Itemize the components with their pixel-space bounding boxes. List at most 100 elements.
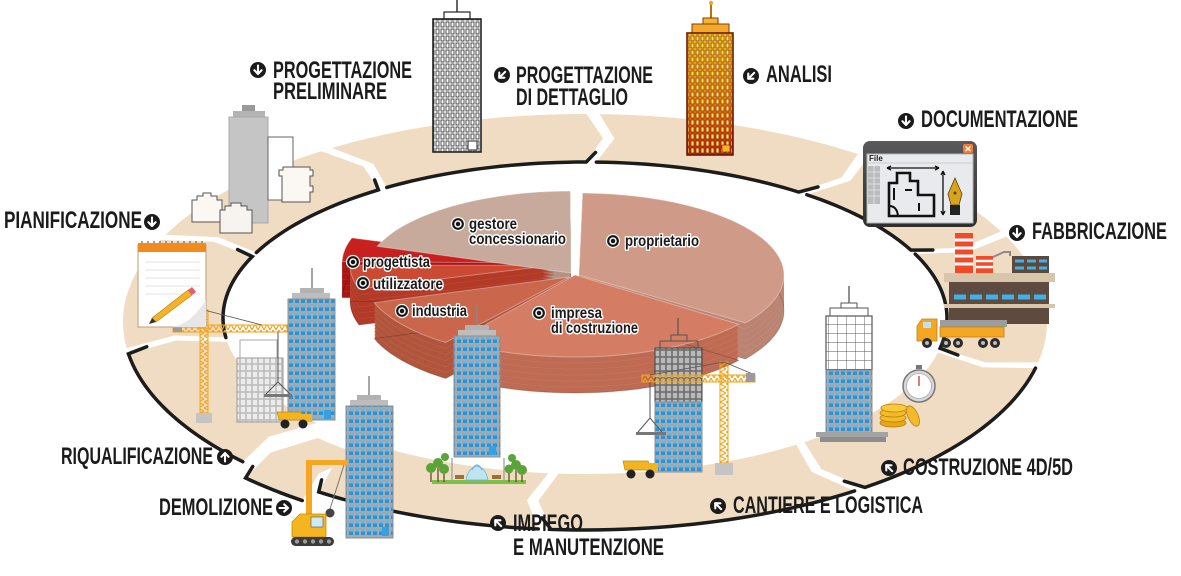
target-bullet-icon (355, 275, 371, 291)
tower-cap (292, 293, 330, 299)
delivery-truck-illustration (916, 318, 1007, 348)
stage-label-text: ANALISI (766, 61, 832, 88)
tower-body (287, 298, 336, 421)
arrow-up-left-circle-icon (710, 498, 726, 514)
target-bullet-icon (605, 233, 621, 249)
stage-label-pianificazione: PIANIFICAZIONE (4, 207, 160, 234)
arrow-down-circle-icon (250, 62, 266, 78)
pie-label-text: di costruzione (551, 320, 638, 337)
excavator-window (310, 516, 324, 528)
tower-body (345, 405, 394, 539)
stopwatch-icon (902, 365, 936, 403)
pie-label-progettista: progettista (345, 253, 432, 273)
stage-label-documentazione: DOCUMENTAZIONE (898, 106, 1078, 133)
demolition-illustration (291, 376, 394, 546)
tower-top (357, 395, 381, 400)
tower-body (432, 18, 482, 153)
notepad-binding (138, 243, 206, 252)
tower-top (300, 288, 324, 293)
truck-hubs (925, 341, 997, 345)
factory-illustration (944, 233, 1055, 324)
factory-stripe (944, 304, 1055, 308)
target-bullet-icon (531, 305, 547, 321)
pen-nib-hole (953, 191, 957, 195)
chimney-small (976, 256, 993, 273)
tower-cap (233, 111, 265, 118)
pie-slice-proprietario (578, 192, 785, 324)
dump-truck-wheel (298, 419, 308, 429)
house-shape (278, 166, 314, 203)
ring-segment-edge (126, 344, 245, 464)
stage-label-text: DOCUMENTAZIONE (921, 106, 1078, 133)
factory-windows (1015, 259, 1047, 270)
tower-top (465, 325, 489, 330)
park-illustration (426, 453, 527, 484)
tower-frame-top (825, 315, 873, 371)
tower-door (489, 446, 496, 455)
target-bullet-icon (450, 216, 466, 232)
faded-building (236, 357, 284, 423)
tower-body (825, 369, 873, 434)
pie-label-utilizzatore: utilizzatore (355, 275, 445, 295)
stage-label-demolizione: DEMOLIZIONE (159, 494, 292, 521)
pen-grip (950, 205, 960, 215)
pie-label-text: proprietario (625, 233, 699, 250)
stage-label-fabbricazione: FABBRICAZIONE (1009, 218, 1167, 245)
pie-label-text: impresa (551, 305, 602, 322)
dump-truck-wheel (280, 419, 290, 429)
pencil-tip (149, 318, 156, 324)
documentation-window-illustration: File (863, 141, 977, 227)
stage-label-text: FABBRICAZIONE (1032, 218, 1167, 245)
pie-labels: gestore concessionario proprietario prog… (345, 215, 701, 339)
stage-label-analisi: ANALISI (743, 61, 832, 88)
arrow-down-circle-icon (898, 113, 914, 129)
stage-label-text: PIANIFICAZIONE (4, 207, 142, 234)
tower-top (702, 17, 719, 25)
dimension-arrow-vertical (940, 170, 946, 216)
ring-segment-progettazione-preliminare (165, 151, 381, 255)
stage-label-text: PROGETTAZIONE (273, 57, 412, 84)
pie-label-text: industria (412, 303, 467, 320)
stage-label-text: PRELIMINARE (273, 78, 387, 105)
tree-trunks (430, 468, 523, 482)
pie-slice-industria (373, 276, 570, 344)
tower-cap (458, 330, 496, 336)
target-bullet-icon (394, 303, 410, 319)
truck-wheel (645, 469, 655, 479)
tower-body (654, 401, 703, 473)
site-crane-building-illustration (636, 318, 756, 475)
pie-label-text: utilizzatore (373, 276, 443, 293)
truck-load (940, 320, 1007, 327)
pie-label-text: progettista (363, 254, 430, 271)
pie-label-industria: industria (394, 302, 469, 322)
excavator-boom (306, 460, 348, 465)
factory-roof (944, 273, 1055, 282)
crane-base (715, 463, 733, 475)
notepad-curl (172, 300, 206, 327)
arrow-up-circle-icon (217, 449, 233, 465)
stage-label-text: COSTRUZIONE 4D/5D (903, 454, 1073, 481)
arrow-up-left-circle-icon (490, 515, 506, 531)
pie-label-impresa-di-costruzione: impresa di costruzione (531, 304, 640, 339)
crane-spreader (637, 417, 663, 433)
ring-segment-fill (165, 151, 379, 253)
tower-windows (688, 34, 732, 154)
bench (492, 475, 501, 479)
chimney-stripes (976, 259, 993, 269)
ring-segment-edge (594, 160, 820, 194)
tower-cap (443, 11, 471, 20)
tower-cap (691, 23, 730, 34)
arrow-down-left-circle-icon (743, 68, 759, 84)
crane-ties (649, 361, 756, 376)
bench (455, 475, 464, 479)
notepad-icon (137, 241, 207, 328)
pencil-eraser (188, 287, 196, 295)
tower-door (382, 527, 389, 536)
wrecking-ball (325, 508, 335, 518)
lamp-posts (451, 458, 505, 480)
operating-tower-illustration (453, 305, 501, 458)
truck-cab (916, 318, 938, 342)
ring-segment-fill (804, 352, 1036, 488)
ring-segment-fill (538, 444, 855, 530)
pie-label-text: gestore (469, 216, 517, 233)
